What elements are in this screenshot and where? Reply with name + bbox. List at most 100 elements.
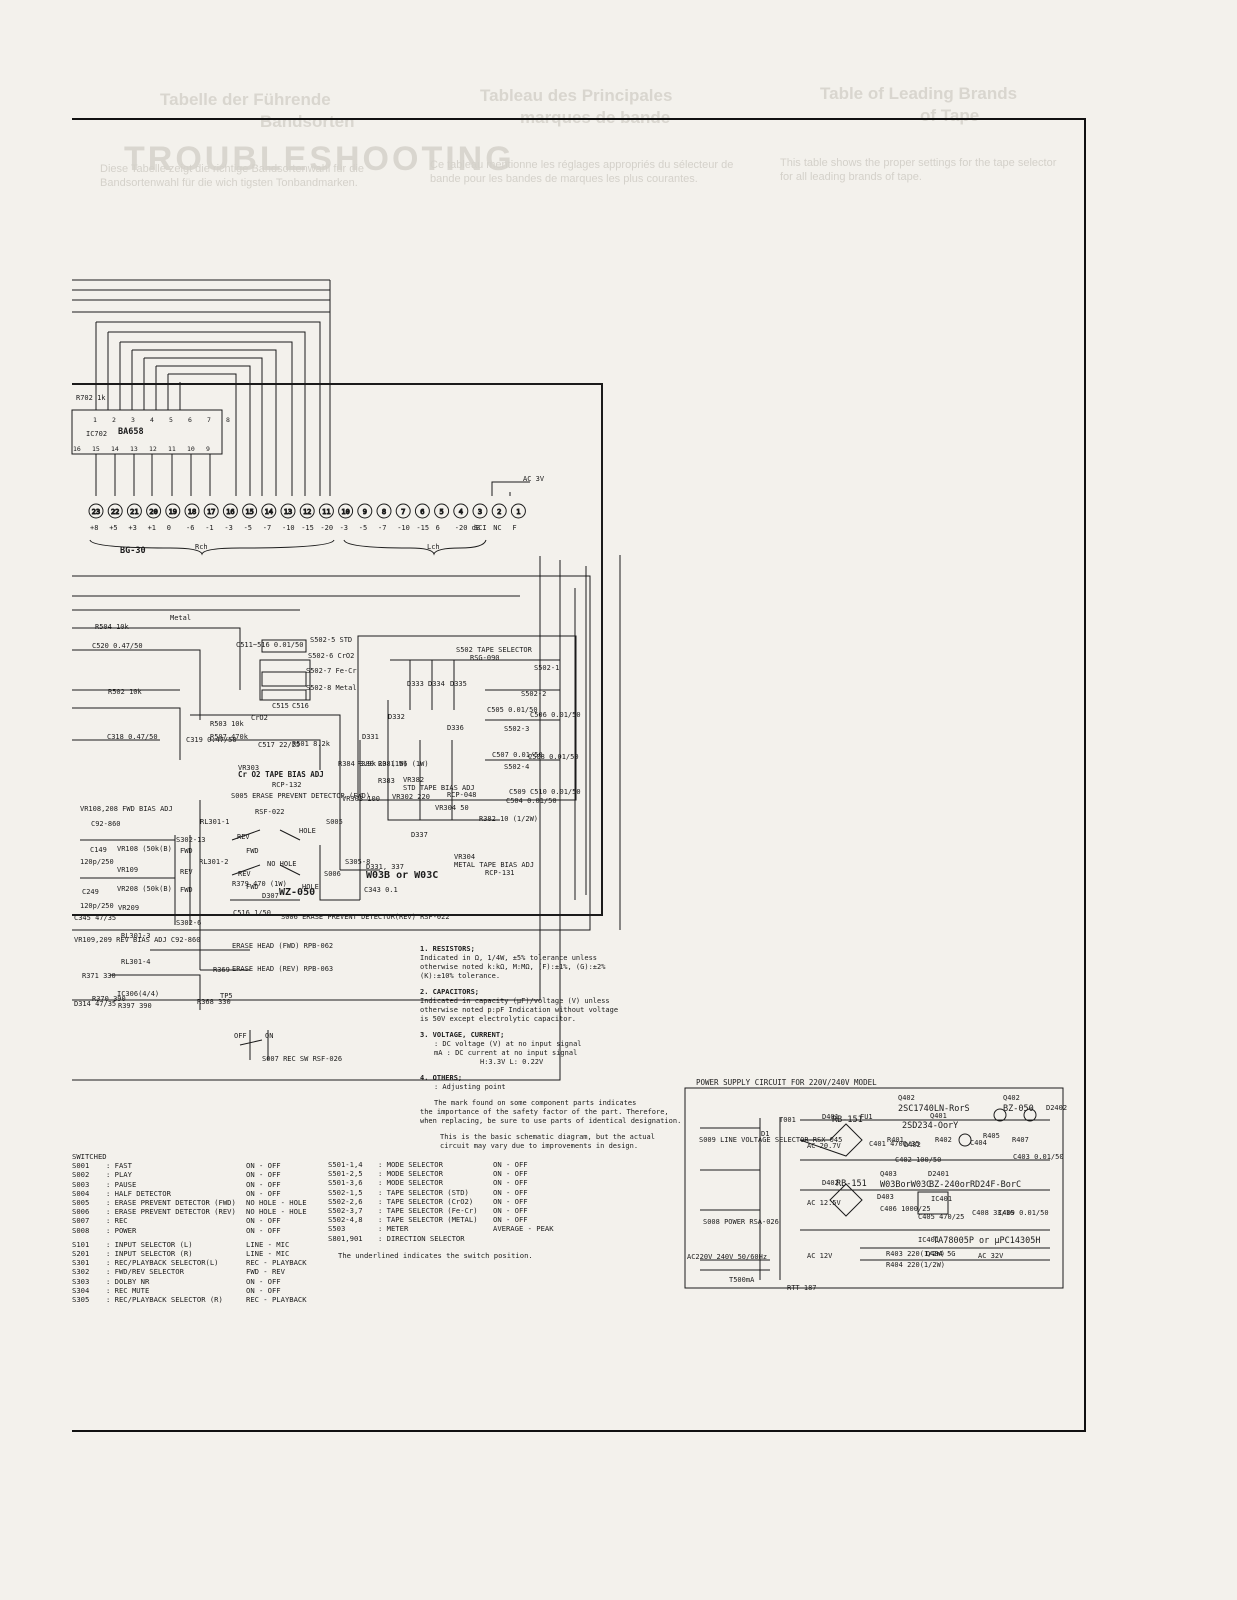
bargraph-db-label: -1 <box>205 524 214 532</box>
bargraph-db-label: -5 <box>243 524 253 532</box>
ghost-header-2: Tableau des Principales <box>480 86 673 105</box>
psu-component-label: RTT-187 <box>787 1284 817 1292</box>
bargraph-pin <box>146 503 162 519</box>
bargraph-pin <box>165 503 181 519</box>
switch-cell: : POWER <box>106 1225 137 1235</box>
component-label: S006 <box>324 870 341 878</box>
component-label: S502-2 <box>521 690 547 698</box>
component-label: VR302 220 <box>392 793 430 801</box>
bargraph-pin-number: 3 <box>478 508 482 516</box>
switch-cell: : TAPE SELECTOR (METAL) <box>378 1215 478 1225</box>
component-label: HOLE <box>299 827 316 835</box>
component-label: S302-6 <box>176 919 202 927</box>
switch-cell: ON - OFF <box>493 1169 528 1179</box>
component-label: C517 22/25 <box>258 741 301 749</box>
component-label: R379 470 (1W) <box>232 880 287 888</box>
psu-component-label: C404 <box>970 1139 987 1147</box>
component-label: RSG-090 <box>470 654 500 662</box>
psu-component-label: D404 5G <box>926 1250 956 1258</box>
ic702-resistor: R702 1k <box>76 394 106 402</box>
ic702-part: BA658 <box>118 427 144 437</box>
switch-cell: : METER <box>378 1224 409 1234</box>
psu-component-label: S009 LINE VOLTAGE SELECTOR RSX-045 <box>699 1136 843 1144</box>
bargraph-pin <box>261 503 277 519</box>
switch-cell: : DOLBY NR <box>106 1276 150 1286</box>
bargraph-pin-number: 6 <box>420 508 424 516</box>
bargraph-pin-number: 14 <box>265 508 273 516</box>
ic702-pin-bottom: 9 <box>206 445 210 453</box>
bargraph-pin <box>453 503 469 519</box>
component-label: R370 390 <box>92 995 126 1003</box>
component-label: CrO2 <box>251 714 268 722</box>
psu-component-label: AC 12V <box>807 1252 833 1260</box>
component-label: S502-8 Metal <box>306 684 357 692</box>
ghost-watermark: TROUBLESHOOTING <box>124 140 515 178</box>
ic702-pin-top: 8 <box>226 416 230 424</box>
switch-cell: : TAPE SELECTOR (STD) <box>378 1187 469 1197</box>
component-label: R371 330 <box>82 972 116 980</box>
ic702-ref: IC702 <box>86 430 108 438</box>
switch-cell: S502-4,8 <box>328 1215 363 1225</box>
switch-cell: ON - OFF <box>493 1196 528 1206</box>
psu-component-label: BZ-050 <box>1003 1104 1034 1114</box>
switch-cell: ON - OFF <box>493 1215 528 1225</box>
component-label: C345 47/35 <box>74 914 117 922</box>
note-voltage: 3. VOLTAGE, CURRENT; : DC voltage (V) at… <box>420 1031 582 1066</box>
bargraph-pin <box>299 503 315 519</box>
bargraph-db-label: +5 <box>109 524 118 532</box>
component-label: S305-8 <box>345 858 371 866</box>
note-capacitors: 2. CAPACITORS; Indicated in capacity (μF… <box>420 988 619 1023</box>
component-label: NO HOLE <box>267 860 297 868</box>
bargraph-pin <box>184 503 200 519</box>
psu-component-label: BZ-240orRD24F-BorC <box>929 1180 1022 1190</box>
switch-cell: LINE - MIC <box>246 1249 290 1259</box>
bargraph-pin-number: 5 <box>439 508 443 516</box>
bargraph-pin-number: 4 <box>459 508 463 516</box>
ic702-pin-bottom: 15 <box>92 445 100 453</box>
bargraph-pin-number: 2 <box>497 508 501 516</box>
component-label: METAL TAPE BIAS ADJ <box>454 861 535 869</box>
switch-cell: LINE - MIC <box>246 1239 290 1249</box>
ic702-pin-top: 4 <box>150 416 154 424</box>
psu-component-label: Q402 <box>1003 1094 1020 1102</box>
switch-cell: ON - OFF <box>246 1285 281 1295</box>
ghost-header-6: of Tape <box>920 106 980 125</box>
component-label: C515 <box>272 702 289 710</box>
switch-row: S801,901: DIRECTION SELECTOR <box>328 1234 554 1243</box>
psu-component-label: C405 470/25 <box>918 1213 965 1221</box>
component-label: R382 10 (1/2W) <box>479 815 539 823</box>
psu-component-label: D402 <box>904 1141 921 1149</box>
note-others: 4. OTHERS; : Adjusting point <box>420 1074 506 1091</box>
component-label: HOLE <box>302 883 319 891</box>
ic702-pin-top: 6 <box>188 416 192 424</box>
psu-component-label: R405 <box>983 1132 1000 1140</box>
psu-component-label: AC 32V <box>978 1252 1004 1260</box>
switch-cell: : TAPE SELECTOR (Fe-Cr) <box>378 1206 478 1216</box>
bargraph-db-label: +1 <box>147 524 157 532</box>
psu-component-label: C403 0.01/50 <box>1013 1153 1064 1161</box>
switch-cell: : DIRECTION SELECTOR <box>378 1233 465 1243</box>
bargraph-pin-number: 18 <box>188 508 196 516</box>
component-label: RCP-131 <box>485 869 515 877</box>
ic702-pin-top: 7 <box>207 416 211 424</box>
switch-cell: S502-3,7 <box>328 1206 363 1216</box>
component-label: VR209 <box>118 904 140 912</box>
switch-cell: REC - PLAYBACK <box>246 1258 307 1268</box>
switch-cell: : MODE SELECTOR <box>378 1160 443 1169</box>
bargraph-db-label: 0 <box>166 524 172 532</box>
component-label: R368 330 <box>197 998 231 1006</box>
basic-note: This is the basic schematic diagram, but… <box>440 1133 655 1150</box>
component-label: RL301-2 <box>199 858 229 866</box>
component-label: S302-13 <box>176 836 206 844</box>
psu-component-label: D1 <box>761 1130 770 1138</box>
switch-cell: : INPUT SELECTOR (R) <box>106 1249 193 1259</box>
bargraph-db-label: -15 <box>416 524 430 532</box>
ic702-pin-top: 3 <box>131 416 135 424</box>
component-label: FWD <box>246 847 259 855</box>
component-label: VR108,208 FWD BIAS ADJ <box>80 805 173 813</box>
component-label: C516 <box>292 702 309 710</box>
